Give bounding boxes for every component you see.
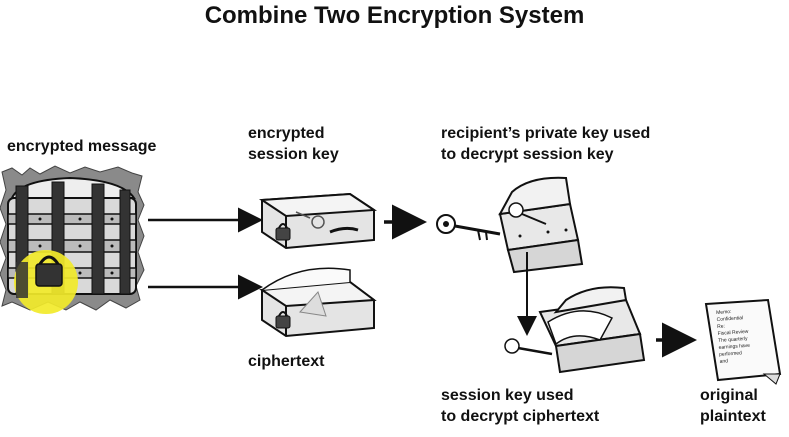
label-encrypted-message: encrypted message [7,138,157,155]
label-original-plaintext-line1: original [700,387,758,404]
key-icon [436,214,501,241]
label-encrypted-session-key-line2: session key [248,146,339,163]
label-encrypted-session-key-line1: encrypted [248,125,325,142]
label-session-key-used-line1: session key used [441,387,574,404]
label-recipient-private-key-line1: recipient’s private key used [441,125,651,142]
briefcase-icon [259,267,377,338]
briefcase-icon [259,192,377,250]
label-recipient-private-key: recipient’s private key used to decrypt … [441,123,650,165]
label-original-plaintext-line2: plaintext [700,408,766,425]
label-original-plaintext: original plaintext [700,385,766,427]
open-chest-icon [498,176,584,274]
label-session-key-used: session key used to decrypt ciphertext [441,385,599,427]
label-encrypted-session-key: encrypted session key [248,123,339,165]
label-ciphertext: ciphertext [248,353,325,370]
document-text: Memo: Confidential Re: Fiscal Review The… [716,308,751,366]
open-chest-icon [504,286,646,374]
locked-chest-icon [0,165,145,314]
diagram-title: Combine Two Encryption System [204,2,585,29]
label-session-key-used-line2: to decrypt ciphertext [441,408,600,425]
document-icon [704,298,782,385]
label-recipient-private-key-line2: to decrypt session key [441,146,614,163]
